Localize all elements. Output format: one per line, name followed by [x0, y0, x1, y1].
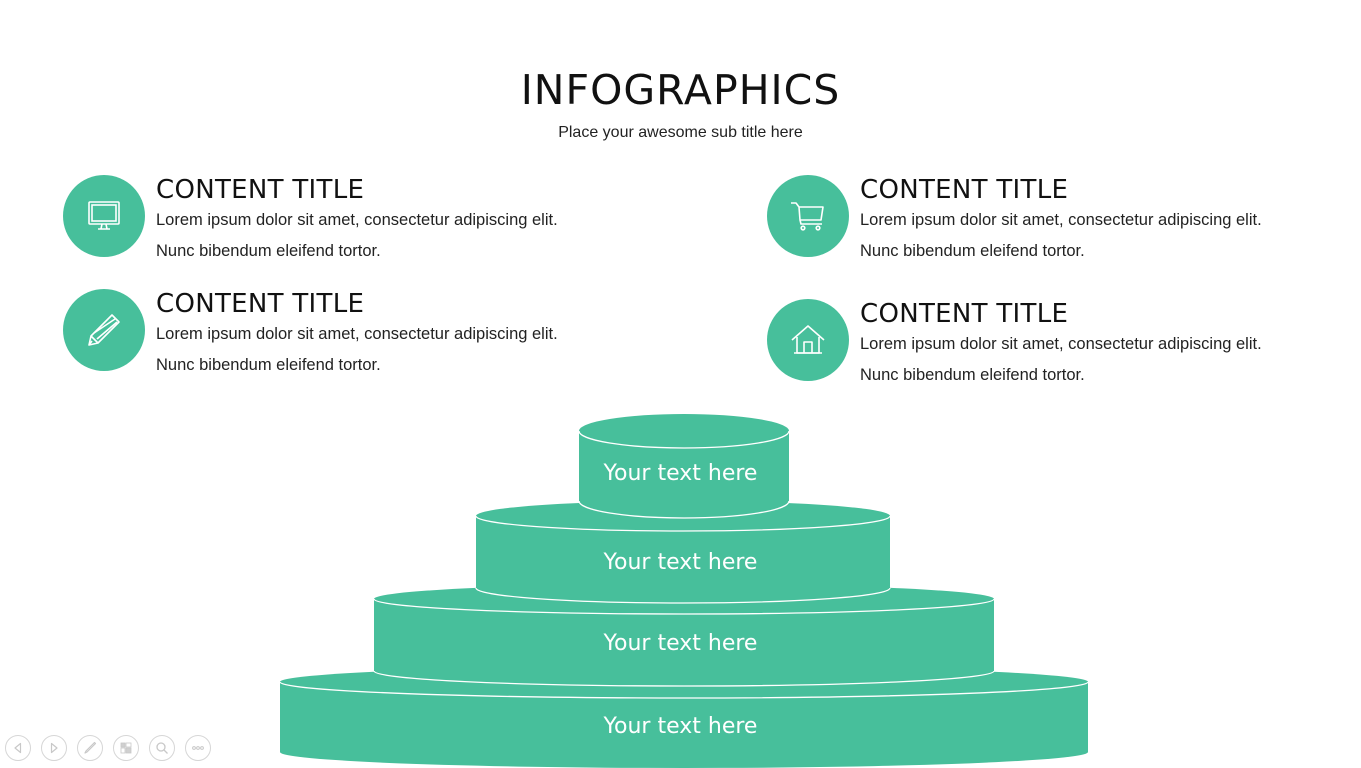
content-text-line-1: Lorem ipsum dolor sit amet, consectetur …: [156, 325, 558, 343]
content-text-line-2: Nunc bibendum eleifend tortor.: [860, 242, 1085, 260]
content-title: CONTENT TITLE: [860, 175, 1069, 205]
zoom-button[interactable]: [149, 735, 175, 761]
pyramid-tier-1: [578, 414, 790, 519]
slide-subtitle: Place your awesome sub title here: [558, 124, 803, 141]
arrow-right-icon: [50, 742, 58, 754]
monitor-icon-badge: [63, 175, 145, 257]
magnifier-icon: [156, 742, 168, 754]
more-options-button[interactable]: [185, 735, 211, 761]
content-title: CONTENT TITLE: [156, 175, 365, 205]
content-text-line-2: Nunc bibendum eleifend tortor.: [156, 242, 381, 260]
slide-overview-button[interactable]: [113, 735, 139, 761]
previous-slide-button[interactable]: [5, 735, 31, 761]
home-icon: [791, 325, 825, 354]
pyramid-tier-1-label: Your text here: [603, 461, 758, 486]
pen-icon: [84, 741, 97, 754]
pyramid-tier-4-label: Your text here: [603, 714, 758, 739]
home-icon-badge: [767, 299, 849, 381]
content-text-line-2: Nunc bibendum eleifend tortor.: [860, 366, 1085, 384]
content-text-line-2: Nunc bibendum eleifend tortor.: [156, 356, 381, 374]
ellipsis-icon: [192, 746, 204, 750]
content-text-line-1: Lorem ipsum dolor sit amet, consectetur …: [860, 335, 1262, 353]
presenter-toolbar: [5, 735, 211, 761]
slides-grid-icon: [120, 742, 132, 754]
pyramid-tier-2-label: Your text here: [603, 550, 758, 575]
monitor-icon: [88, 201, 120, 230]
pencil-icon-badge: [63, 289, 145, 371]
content-title: CONTENT TITLE: [860, 299, 1069, 329]
shopping-cart-icon-badge: [767, 175, 849, 257]
next-slide-button[interactable]: [41, 735, 67, 761]
shopping-cart-icon: [791, 202, 824, 231]
pen-tool-button[interactable]: [77, 735, 103, 761]
slide-title: INFOGRAPHICS: [520, 66, 841, 114]
pencil-icon: [88, 314, 120, 346]
content-title: CONTENT TITLE: [156, 289, 365, 319]
content-text-line-1: Lorem ipsum dolor sit amet, consectetur …: [156, 211, 558, 229]
pyramid-tier-3-label: Your text here: [603, 631, 758, 656]
arrow-left-icon: [14, 742, 22, 754]
content-text-line-1: Lorem ipsum dolor sit amet, consectetur …: [860, 211, 1262, 229]
